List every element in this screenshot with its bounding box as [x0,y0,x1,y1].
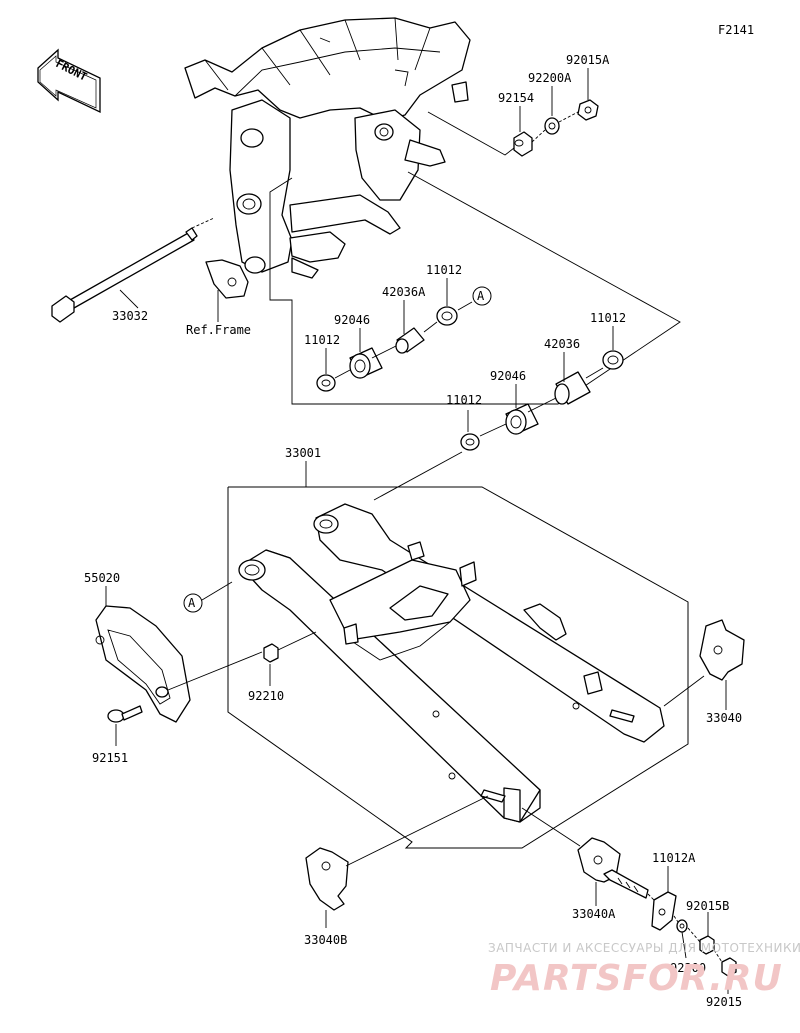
collar-92210 [263,643,279,663]
label-42036: 42036 [544,337,580,351]
chain-adjuster-33040 [699,619,745,681]
pivot-shaft-33032 [51,217,215,323]
leads-right-bearing-stack [467,326,614,432]
watermark-tagline: ЗАПЧАСТИ И АКСЕССУАРЫ ДЛЯ МОТОТЕХНИКИ [488,941,800,955]
label-92015B: 92015B [686,899,729,913]
label-92151: 92151 [92,751,128,765]
label-ref-frame: Ref.Frame [186,323,251,337]
label-33040A: 33040A [572,907,616,921]
lead-guide-to-collar [167,651,263,691]
collar-42036 [554,371,591,405]
bolt-92151 [107,705,143,723]
lead-right-bearing-axis [479,367,604,437]
lead-92210-axis [277,631,317,651]
lead-swingarm-to-33040B [345,795,489,867]
spacer-92154 [513,131,533,157]
ref-marker-a-top [472,286,492,306]
seal-11012-right-outer [460,433,480,451]
label-33032: 33032 [112,309,148,323]
frame-bracket-line-right [400,171,681,405]
label-92046-a: 92046 [334,313,370,327]
chain-guide-55020 [95,605,191,723]
adjuster-bolt-11012A [603,869,649,899]
bearing-92046-right [505,403,539,435]
figure-code: F2141 [718,23,754,37]
label-55020: 55020 [84,571,120,585]
seal-11012-right-inner [602,350,624,370]
label-33001: 33001 [285,446,321,460]
ref-marker-a-bottom [183,593,203,613]
label-92015: 92015 [706,995,742,1009]
nut-92015 [721,957,737,977]
label-92154: 92154 [498,91,534,105]
seal-11012-left-outer [316,374,336,392]
adjuster-plate-11012A [651,891,677,931]
ref-marker-a-bottom-letter: A [188,596,196,610]
label-92046-b: 92046 [490,369,526,383]
lead-frame-to-92154 [427,111,515,156]
label-92200A: 92200A [528,71,572,85]
watermark-brand: PARTSFOR.RU [490,958,783,999]
bearing-92046-left [349,347,383,379]
label-92015A: 92015A [566,53,610,67]
lead-ref-a-bottom [201,581,233,601]
lead-swingarm-to-33040 [663,675,705,707]
label-11012-b: 11012 [426,263,462,277]
washer-92200 [676,919,688,933]
collar-42036A [395,327,425,354]
label-11012-c: 11012 [590,311,626,325]
seal-11012-left-inner [436,306,458,326]
washer-92200A [544,117,560,135]
frame-bracket-line-left [269,177,400,405]
ref-marker-a-top-letter: A [477,289,485,303]
leads-upper-hardware [519,68,589,132]
frame-ref-drawing [184,17,471,299]
front-direction-icon: FRONT [37,48,101,114]
lead-left-bearing-axis [334,301,473,379]
label-11012-a: 11012 [304,333,340,347]
lead-hardware-axis [531,111,579,143]
label-92200: 92200 [670,961,706,975]
label-33040: 33040 [706,711,742,725]
label-11012A: 11012A [652,851,696,865]
lead-33032 [119,289,139,309]
swingarm-assembly-bracket [227,486,689,849]
lead-bearing-to-swingarm [373,451,463,501]
swingarm-33001 [238,503,665,823]
label-42036A: 42036A [382,285,426,299]
nut-92015A [577,99,599,121]
label-92210: 92210 [248,689,284,703]
label-11012-d: 11012 [446,393,482,407]
chain-adjuster-33040B [305,847,349,911]
label-33040B: 33040B [304,933,347,947]
lead-swingarm-to-33040A [521,807,581,847]
leads-left-bearing-stack [325,278,448,374]
lead-92200 [681,931,687,959]
